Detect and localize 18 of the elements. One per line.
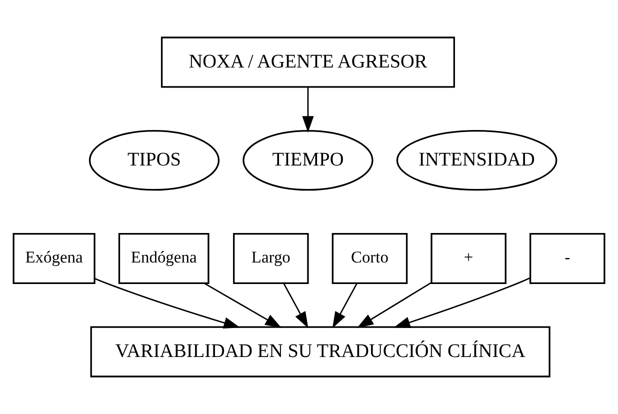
node-box: Exógena: [12, 232, 96, 284]
arrow: [302, 87, 314, 133]
node-box: NOXA / AGENTE AGRESOR: [160, 36, 455, 88]
node-box: Corto: [332, 232, 408, 284]
arrow: [332, 283, 358, 328]
node-box: -: [530, 232, 606, 284]
arrow: [204, 282, 282, 328]
node-box: VARIABILIDAD EN SU TRADUCCIÓN CLÍNICA: [90, 326, 550, 378]
arrow: [356, 282, 432, 328]
arrow: [283, 283, 308, 328]
node-ellipse: INTENSIDAD: [396, 130, 558, 191]
node-ellipse: TIPOS: [88, 130, 220, 191]
node-box: Largo: [233, 232, 309, 284]
node-box: Endógena: [118, 232, 210, 284]
node-ellipse: TIEMPO: [242, 130, 374, 191]
node-box: +: [430, 232, 506, 284]
arrow: [94, 278, 240, 328]
arrow: [394, 278, 530, 328]
